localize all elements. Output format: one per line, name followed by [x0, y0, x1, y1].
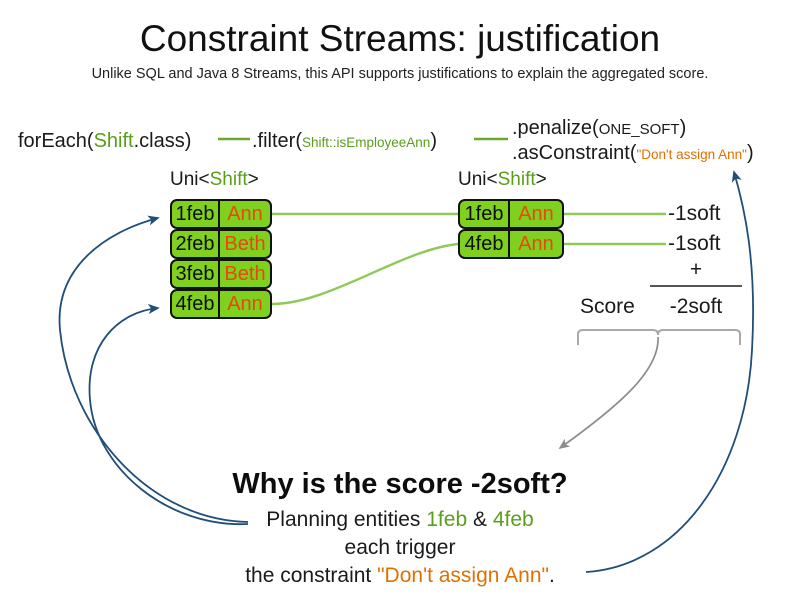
right-label-type: Shift [497, 169, 536, 190]
explain-constraint-prefix: the constraint [245, 564, 378, 587]
left-label-type: Shift [209, 169, 248, 190]
filter-call: .filter( [252, 130, 302, 152]
for-each-type: Shift [93, 130, 134, 152]
explanation-line-2: each trigger [344, 536, 456, 559]
explain-prefix: Planning entities [266, 508, 427, 531]
explain-amp: & [467, 508, 493, 531]
penalize-arg: ONE_SOFT [598, 121, 680, 138]
explanation-line-3: the constraint "Don't assign Ann". [150, 564, 650, 588]
score-explanation-arrow [558, 336, 659, 449]
shift-employee: Beth [220, 229, 272, 259]
left-shift-row[interactable]: 2feb Beth [170, 229, 272, 259]
penalize-tail: ) [679, 117, 687, 139]
shift-date: 4feb [170, 289, 220, 319]
right-label-suffix: > [535, 169, 547, 190]
right-shift-row[interactable]: 1feb Ann [458, 199, 564, 229]
penalty-value: -1soft [668, 232, 721, 255]
filter-tail: ) [430, 130, 437, 152]
sum-rule-divider [650, 285, 742, 287]
penalty-value: -1soft [668, 202, 721, 225]
explain-entity-b: 4feb [492, 508, 534, 531]
code-as-constraint: .asConstraint("Don't assign Ann") [512, 142, 754, 165]
as-constraint-call: .asConstraint( [512, 142, 637, 164]
penalize-call: .penalize( [512, 117, 599, 139]
right-stream-type-label: Uni<Shift> [458, 169, 547, 191]
code-for-each: forEach(Shift.class) [18, 130, 191, 153]
as-constraint-arg: "Don't assign Ann" [636, 147, 747, 162]
page-title: Constraint Streams: justification [139, 18, 661, 59]
shift-date: 4feb [458, 229, 510, 259]
shift-date: 1feb [458, 199, 510, 229]
code-penalize: .penalize(ONE_SOFT) [512, 117, 686, 140]
left-shift-row[interactable]: 1feb Ann [170, 199, 272, 229]
right-shift-row[interactable]: 4feb Ann [458, 229, 564, 259]
left-stream-type-label: Uni<Shift> [170, 169, 259, 191]
explain-entity-a: 1feb [426, 508, 468, 531]
for-each-call: forEach( [18, 130, 94, 152]
score-total: -2soft [669, 295, 723, 318]
left-shift-row[interactable]: 3feb Beth [170, 259, 272, 289]
score-brace [577, 329, 741, 345]
shift-date: 3feb [170, 259, 220, 289]
left-label-suffix: > [247, 169, 259, 190]
explain-constraint-suffix: . [548, 564, 555, 587]
filter-arg: Shift::isEmployeeAnn [302, 135, 431, 150]
shift-employee: Ann [220, 289, 272, 319]
explanation-heading: Why is the score -2soft? [232, 468, 568, 500]
shift-date: 1feb [170, 199, 220, 229]
as-constraint-tail: ) [746, 142, 754, 164]
page-subtitle: Unlike SQL and Java 8 Streams, this API … [91, 66, 709, 82]
sum-operator: + [689, 258, 703, 281]
stream-link-4feb [271, 242, 459, 306]
shift-employee: Beth [220, 259, 272, 289]
left-label-prefix: Uni< [170, 169, 210, 190]
explanation-line-1: Planning entities 1feb & 4feb [150, 508, 650, 532]
for-each-tail: .class) [133, 130, 192, 152]
left-shift-row[interactable]: 4feb Ann [170, 289, 272, 319]
code-filter: .filter(Shift::isEmployeeAnn) [252, 130, 437, 153]
score-label: Score [580, 295, 635, 318]
shift-employee: Ann [510, 199, 564, 229]
explain-constraint-name: "Don't assign Ann" [377, 564, 549, 587]
right-label-prefix: Uni< [458, 169, 498, 190]
shift-date: 2feb [170, 229, 220, 259]
shift-employee: Ann [220, 199, 272, 229]
shift-employee: Ann [510, 229, 564, 259]
